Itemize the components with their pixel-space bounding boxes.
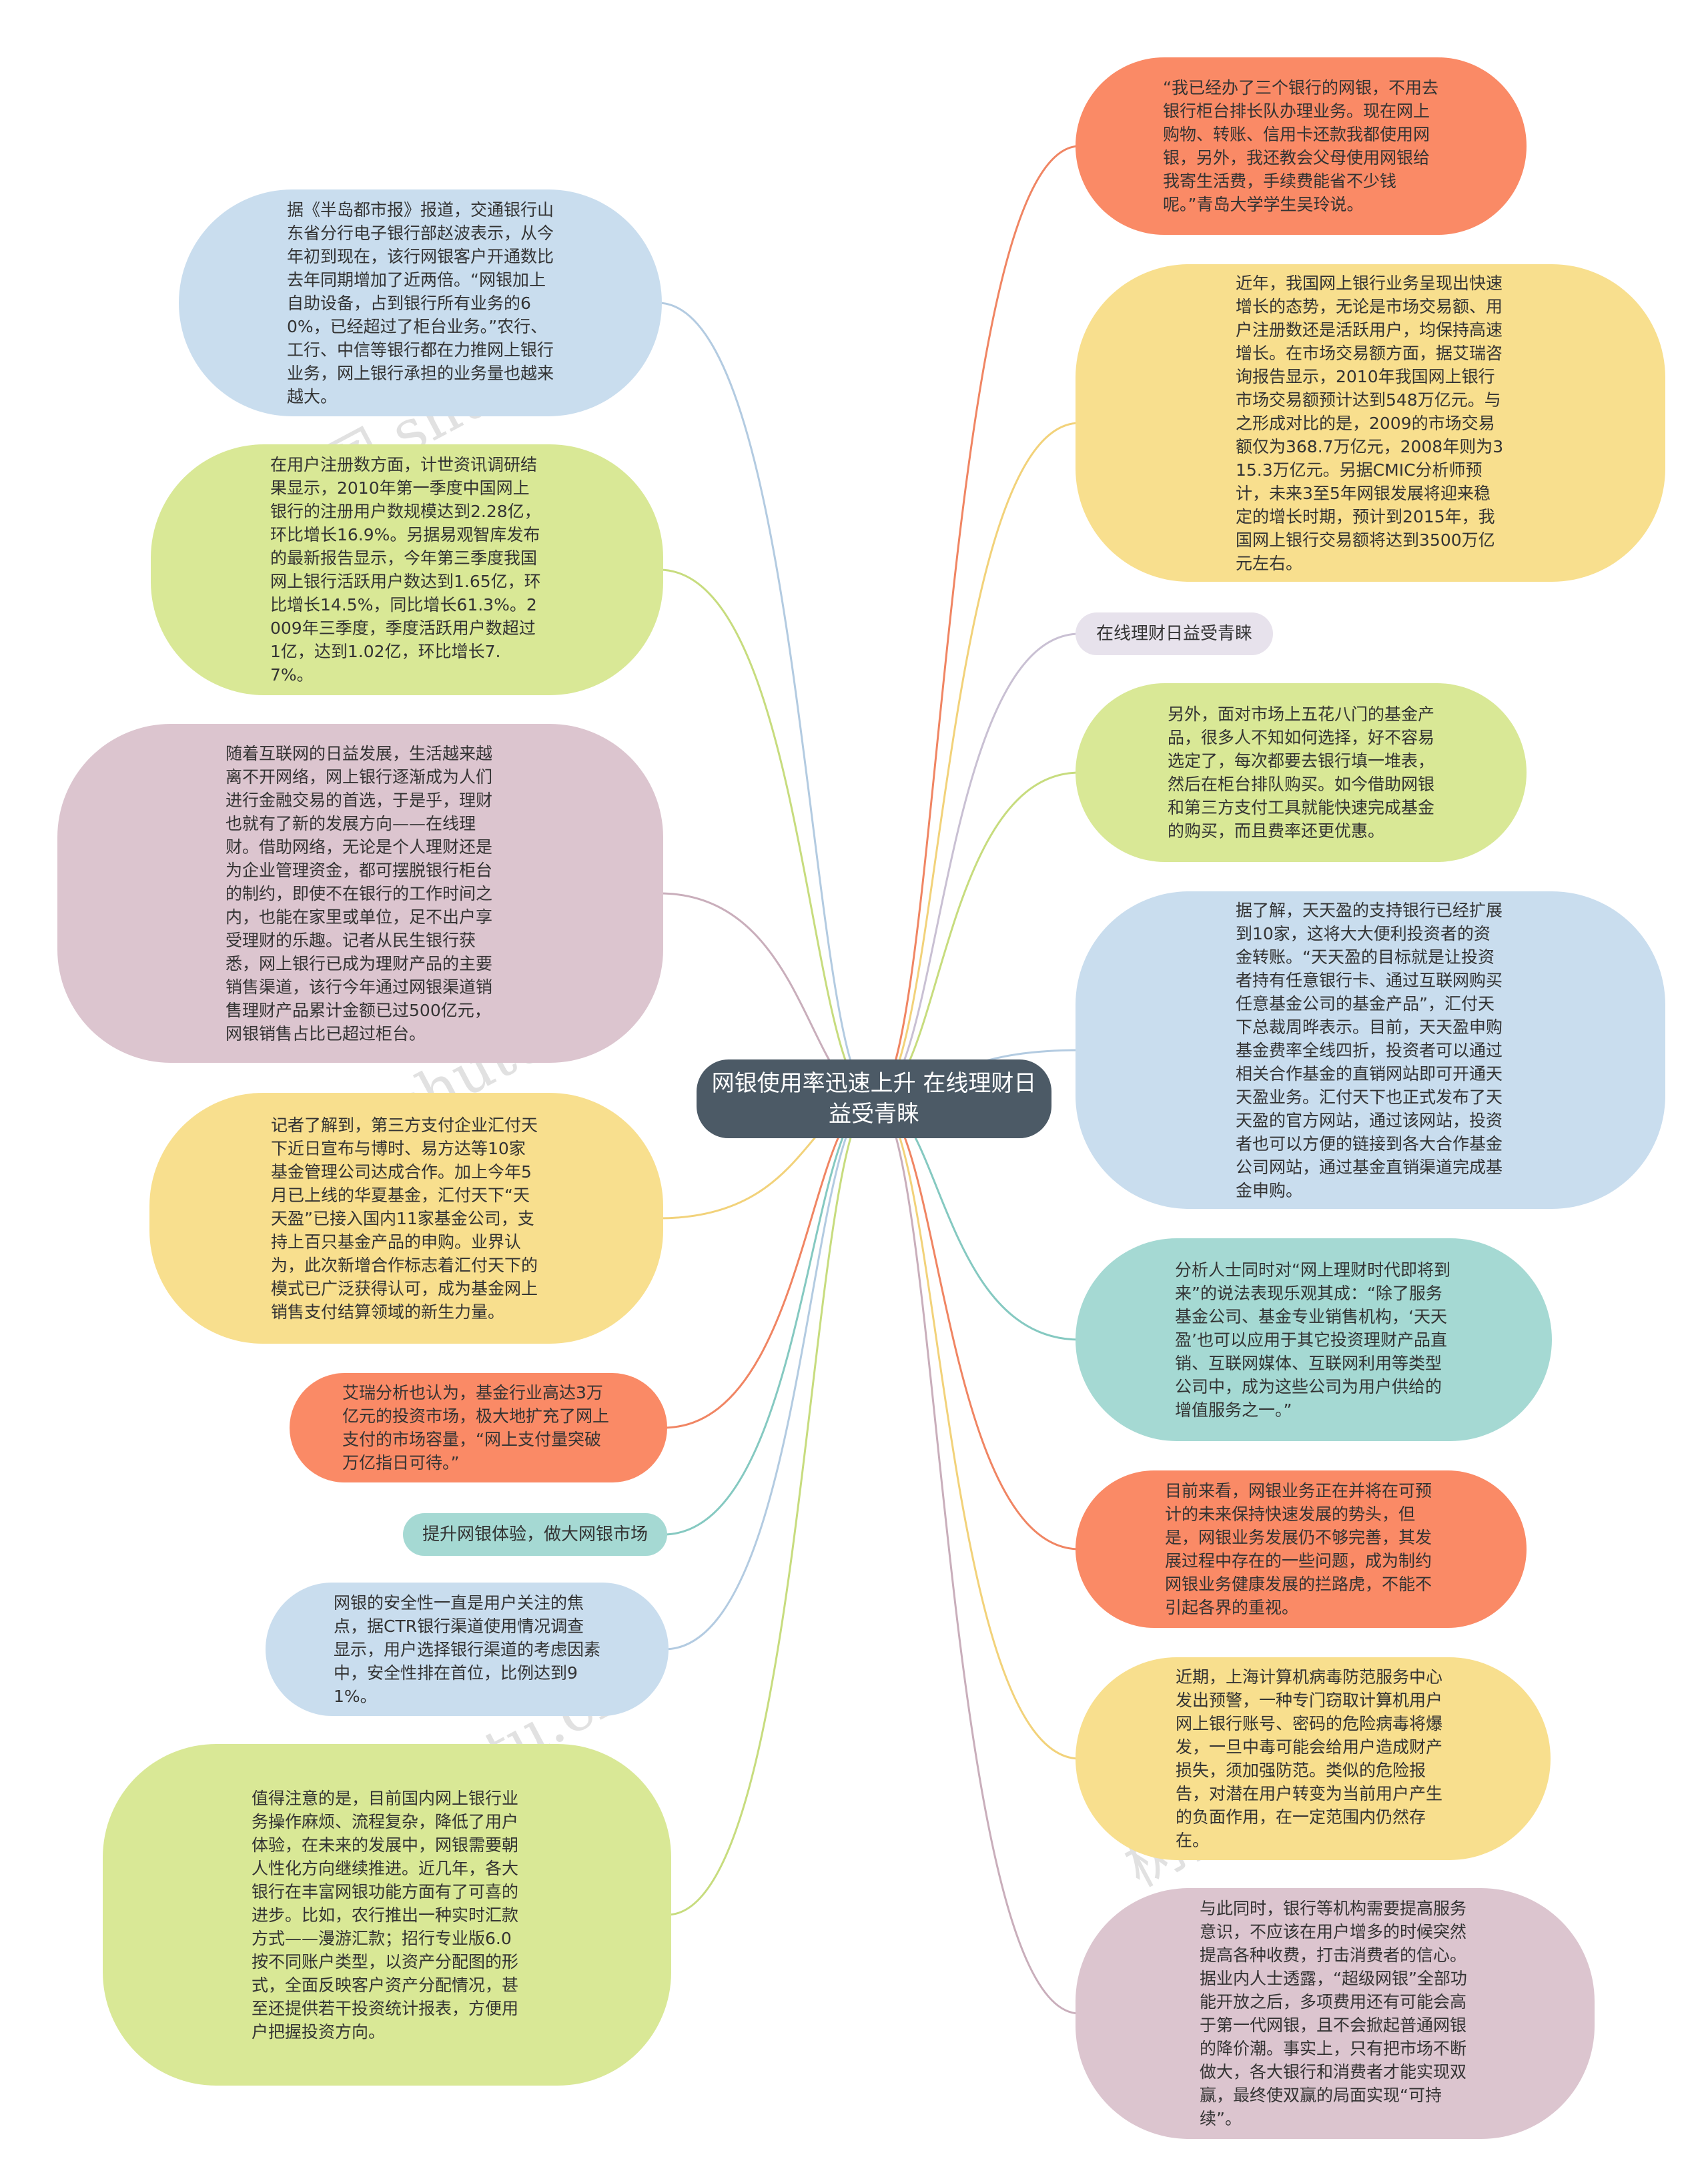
topic-text: 近期，上海计算机病毒防范服务中心发出预警，一种专门窃取计算机用户网上银行账号、密… [1176,1667,1443,1850]
topic-text: 据《半岛都市报》报道，交通银行山东省分行电子银行部赵波表示，从今年初到现在，该行… [287,199,554,406]
topic-text: 另外，面对市场上五花八门的基金产品，很多人不知如何选择，好不容易选定了，每次都要… [1168,705,1435,841]
topic-text: 在线理财日益受青睐 [1096,624,1252,644]
topic-text: 随着互联网的日益发展，生活越来越离不开网络，网上银行逐渐成为人们进行金融交易的首… [226,743,493,1043]
topic-node-left-5[interactable]: 艾瑞分析也认为，基金行业高达3万亿元的投资市场，极大地扩充了网上支付的市场容量，… [290,1373,667,1482]
topic-node-left-3[interactable]: 随着互联网的日益发展，生活越来越离不开网络，网上银行逐渐成为人们进行金融交易的首… [57,724,663,1063]
topic-text: 近年，我国网上银行业务呈现出快速增长的态势，无论是市场交易额、用户注册数还是活跃… [1236,273,1504,573]
topic-text: 与此同时，银行等机构需要提高服务意识，不应该在用户增多的时候突然提高各种收费，打… [1200,1899,1467,2128]
topic-node-right-8[interactable]: 近期，上海计算机病毒防范服务中心发出预警，一种专门窃取计算机用户网上银行账号、密… [1076,1657,1551,1860]
connector-R9 [873,1098,1080,2015]
topic-node-right-4[interactable]: 另外，面对市场上五花八门的基金产品，很多人不知如何选择，好不容易选定了，每次都要… [1076,683,1527,862]
topic-pill-right-3[interactable]: 在线理财日益受青睐 [1076,612,1273,655]
connector-R2 [873,422,1080,1100]
topic-text: 据了解，天天盈的支持银行已经扩展到10家，这将大大便利投资者的资金转账。“天天盈… [1236,900,1503,1200]
topic-node-right-2[interactable]: 近年，我国网上银行业务呈现出快速增长的态势，无论是市场交易额、用户注册数还是活跃… [1076,264,1665,582]
connector-L8 [667,1098,875,1916]
central-topic-label: 网银使用率迅速上升 在线理财日益受青睐 [711,1070,1037,1128]
connector-L7 [664,1098,875,1651]
topic-node-left-1[interactable]: 据《半岛都市报》报道，交通银行山东省分行电子银行部赵波表示，从今年初到现在，该行… [179,189,662,416]
topic-node-right-7[interactable]: 目前来看，网银业务正在并将在可预计的未来保持快速发展的势头，但是，网银业务发展仍… [1076,1470,1527,1628]
central-topic[interactable]: 网银使用率迅速上升 在线理财日益受青睐 [697,1059,1051,1138]
topic-node-right-6[interactable]: 分析人士同时对“网上理财时代即将到来”的说法表现乐观其成：“除了服务基金公司、基… [1076,1238,1552,1441]
topic-text: 记者了解到，第三方支付企业汇付天下近日宣布与博时、易方达等10家基金管理公司达成… [271,1115,538,1322]
connector-R1 [873,145,1080,1100]
topic-text: 在用户注册数方面，计世资讯调研结果显示，2010年第一季度中国网上银行的注册用户… [270,455,541,685]
topic-text: 值得注意的是，目前国内网上银行业务操作麻烦、流程复杂，降低了用户体验，在未来的发… [252,1788,519,2042]
topic-text: 目前来看，网银业务正在并将在可预计的未来保持快速发展的势头，但是，网银业务发展仍… [1165,1481,1432,1617]
topic-node-right-5[interactable]: 据了解，天天盈的支持银行已经扩展到10家，这将大大便利投资者的资金转账。“天天盈… [1076,891,1665,1209]
topic-node-left-8[interactable]: 值得注意的是，目前国内网上银行业务操作麻烦、流程复杂，降低了用户体验，在未来的发… [103,1744,671,2086]
connector-L1 [657,302,875,1100]
topic-node-right-1[interactable]: “我已经办了三个银行的网银，不用去银行柜台排长队办理业务。现在网上购物、转账、信… [1076,57,1527,235]
connector-L6 [663,1098,875,1536]
topic-text: 网银的安全性一直是用户关注的焦点，据CTR银行渠道使用情况调查显示，用户选择银行… [334,1593,601,1706]
topic-node-left-2[interactable]: 在用户注册数方面，计世资讯调研结果显示，2010年第一季度中国网上银行的注册用户… [151,444,663,695]
connector-R7 [873,1098,1080,1551]
topic-node-left-4[interactable]: 记者了解到，第三方支付企业汇付天下近日宣布与博时、易方达等10家基金管理公司达成… [149,1093,663,1344]
connector-R4 [873,771,1080,1100]
topic-node-right-9[interactable]: 与此同时，银行等机构需要提高服务意识，不应该在用户增多的时候突然提高各种收费，打… [1076,1888,1595,2139]
topic-text: “我已经办了三个银行的网银，不用去银行柜台排长队办理业务。现在网上购物、转账、信… [1163,78,1438,214]
topic-text: 提升网银体验，做大网银市场 [422,1525,648,1545]
connector-R3 [873,632,1080,1100]
topic-text: 艾瑞分析也认为，基金行业高达3万亿元的投资市场，极大地扩充了网上支付的市场容量，… [342,1383,610,1472]
topic-node-left-7[interactable]: 网银的安全性一直是用户关注的焦点，据CTR银行渠道使用情况调查显示，用户选择银行… [266,1583,669,1716]
topic-text: 分析人士同时对“网上理财时代即将到来”的说法表现乐观其成：“除了服务基金公司、基… [1175,1260,1450,1420]
topic-pill-left-6[interactable]: 提升网银体验，做大网银市场 [403,1513,667,1556]
connector-R8 [873,1098,1080,1760]
